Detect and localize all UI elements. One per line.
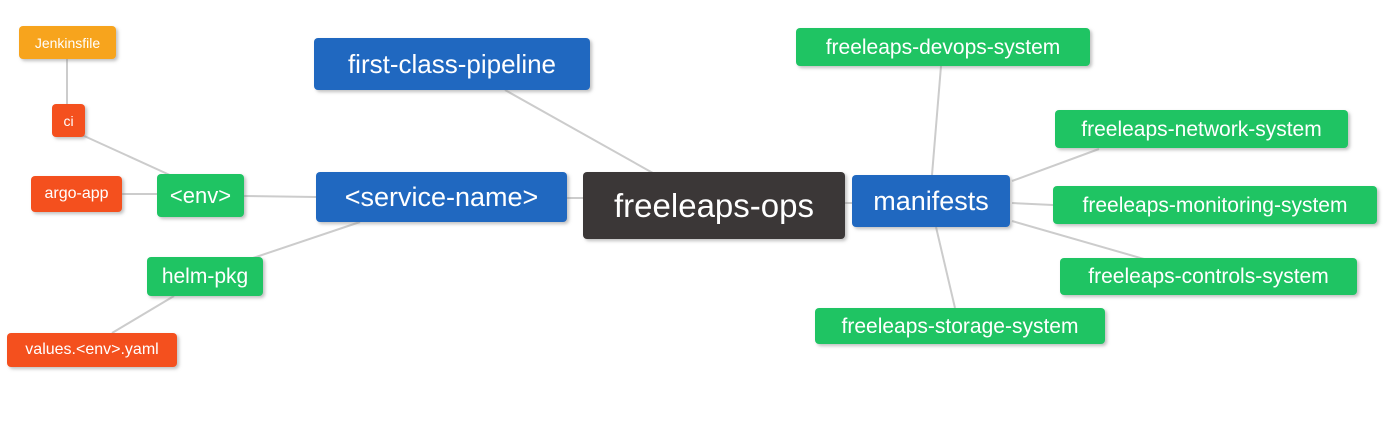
- edge-manifests-freeleaps-storage-system: [935, 226, 956, 309]
- node-argo-app[interactable]: argo-app: [31, 176, 122, 212]
- node-freeleaps-devops-system[interactable]: freeleaps-devops-system: [796, 28, 1090, 66]
- edge-env-ci: [81, 134, 173, 177]
- node-jenkinsfile[interactable]: Jenkinsfile: [19, 26, 116, 59]
- node-values-env-yaml[interactable]: values.<env>.yaml: [7, 333, 177, 367]
- node-freeleaps-network-system[interactable]: freeleaps-network-system: [1055, 110, 1348, 148]
- edge-manifests-freeleaps-monitoring-system: [1011, 202, 1054, 206]
- edge-manifests-freeleaps-controls-system: [1011, 220, 1145, 260]
- node-helm-pkg[interactable]: helm-pkg: [147, 257, 263, 296]
- node-first-class-pipeline[interactable]: first-class-pipeline: [314, 38, 590, 90]
- node-freeleaps-ops[interactable]: freeleaps-ops: [583, 172, 845, 239]
- node-freeleaps-monitoring-system[interactable]: freeleaps-monitoring-system: [1053, 186, 1377, 224]
- node-service-name[interactable]: <service-name>: [316, 172, 567, 222]
- edge-manifests-freeleaps-devops-system: [931, 65, 942, 176]
- edge-helm-pkg-values-env-yaml: [111, 295, 175, 334]
- edge-service-name-env: [243, 195, 317, 198]
- edge-manifests-freeleaps-network-system: [1011, 148, 1100, 182]
- node-freeleaps-storage-system[interactable]: freeleaps-storage-system: [815, 308, 1105, 344]
- node-freeleaps-controls-system[interactable]: freeleaps-controls-system: [1060, 258, 1357, 295]
- node-ci[interactable]: ci: [52, 104, 85, 137]
- node-manifests[interactable]: manifests: [852, 175, 1010, 227]
- edge-freeleaps-ops-first-class-pipeline: [504, 89, 661, 178]
- node-env[interactable]: <env>: [157, 174, 244, 217]
- edge-service-name-helm-pkg: [252, 221, 361, 259]
